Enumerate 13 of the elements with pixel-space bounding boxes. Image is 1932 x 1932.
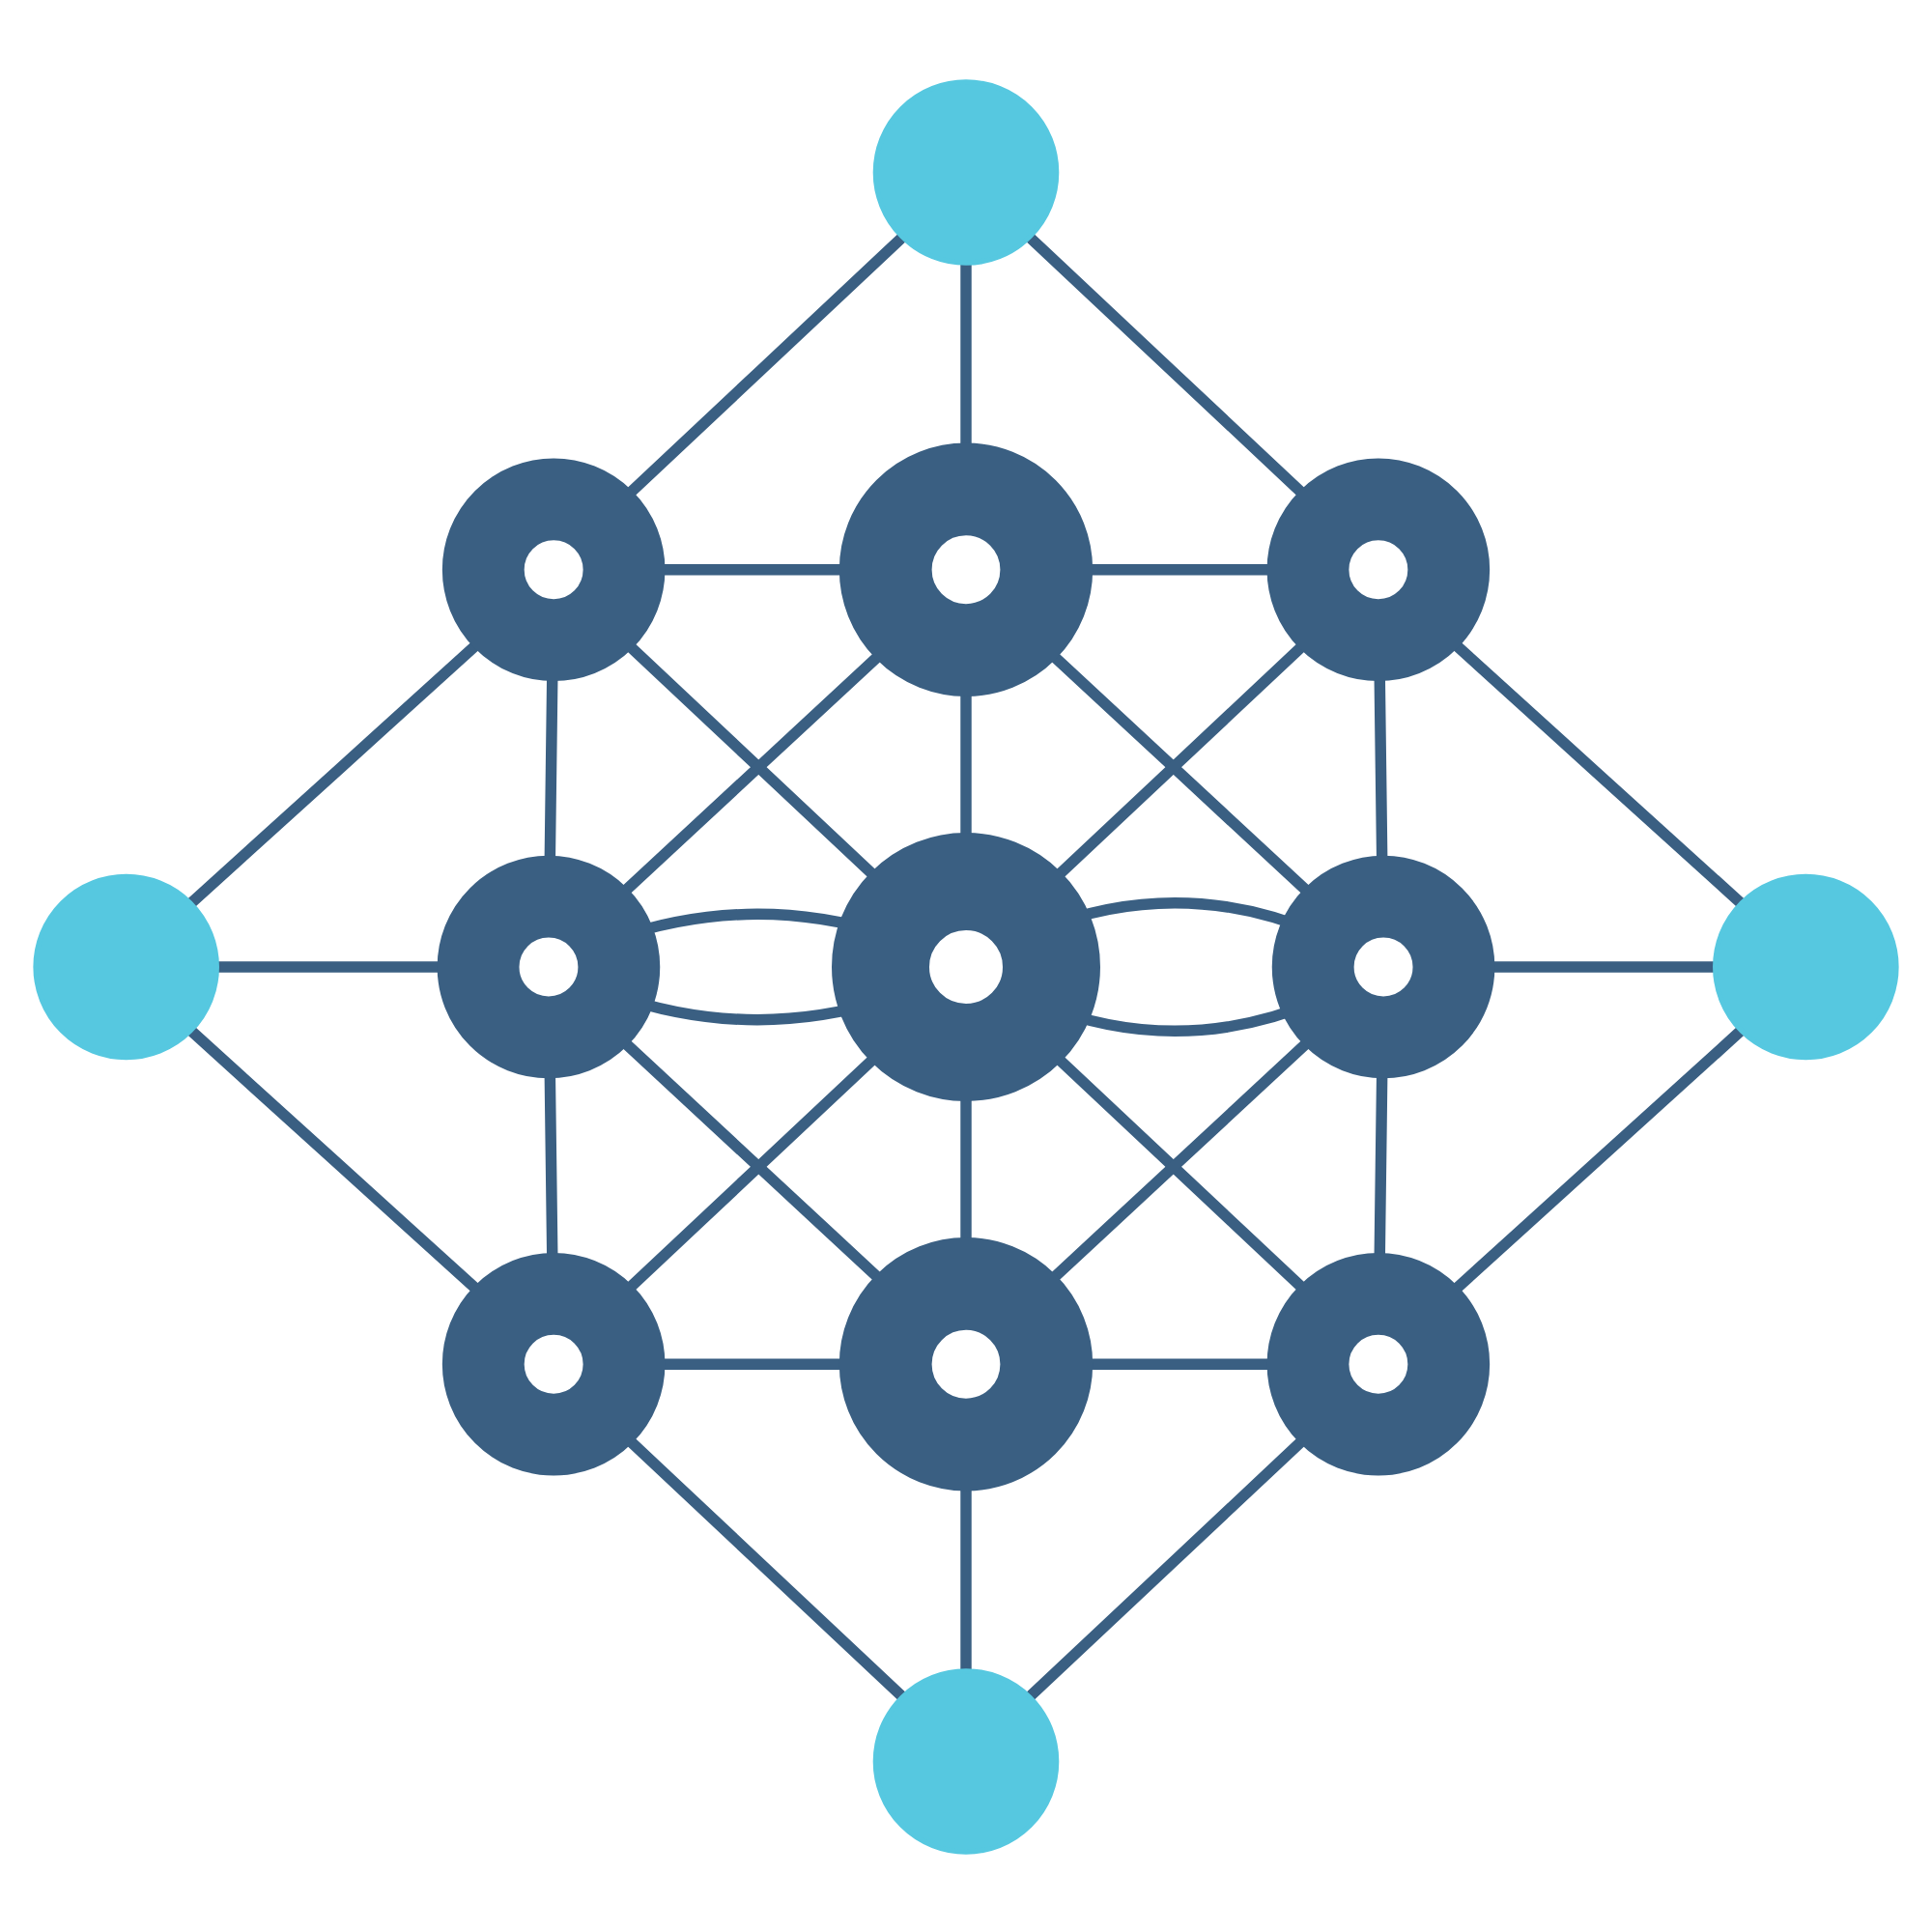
node-ring — [1266, 457, 1491, 681]
node-circle — [1713, 872, 1899, 1060]
node-ring — [838, 1236, 1094, 1491]
node-ring — [441, 457, 666, 681]
node-circle — [33, 872, 219, 1060]
node-ring — [838, 441, 1094, 696]
node-ring — [1266, 1251, 1491, 1475]
node-circle — [872, 78, 1060, 265]
node-ring — [441, 1251, 666, 1475]
node-ring — [832, 832, 1100, 1100]
node-circle — [872, 1667, 1060, 1854]
node-ring — [1271, 854, 1495, 1078]
node-ring — [437, 854, 661, 1078]
